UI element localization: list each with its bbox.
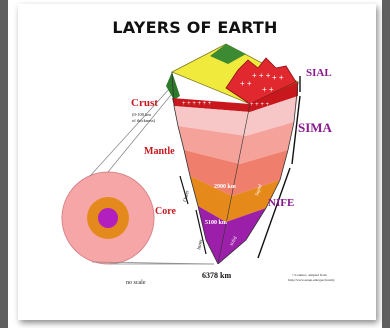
svg-text:+ +: + + xyxy=(240,79,252,88)
earth-wedge: + + + + + + + + + + + + + + + + + + + xyxy=(166,44,298,264)
svg-text:+ + +: + + + xyxy=(252,71,271,80)
svg-text:+ + + + + +: + + + + + + xyxy=(182,101,212,107)
label-depth-6378: 6378 km xyxy=(202,271,231,280)
svg-text:+ +: + + xyxy=(262,85,274,94)
label-crust-note-1: (0-100 km xyxy=(132,112,151,117)
label-sial: SIAL xyxy=(306,67,332,79)
label-crust-note-2: of thickness) xyxy=(132,118,156,123)
label-no-scale: no scale xyxy=(126,280,146,286)
label-crust: Crust xyxy=(131,97,158,109)
sphere-inner-core xyxy=(98,208,118,228)
label-core: Core xyxy=(155,206,176,217)
label-depth-5100: 5100 km xyxy=(205,220,227,226)
label-inner: Inner xyxy=(197,239,204,251)
label-nife: NIFE xyxy=(268,197,294,209)
label-depth-2900: 2900 km xyxy=(214,184,236,190)
label-sima: SIMA xyxy=(298,120,333,135)
earth-sphere xyxy=(62,172,154,264)
svg-text:+ +: + + xyxy=(272,73,284,82)
label-mantle: Mantle xyxy=(144,146,175,157)
credit-line-2: http://www.usrep.edu/geo/faculty xyxy=(288,278,335,282)
